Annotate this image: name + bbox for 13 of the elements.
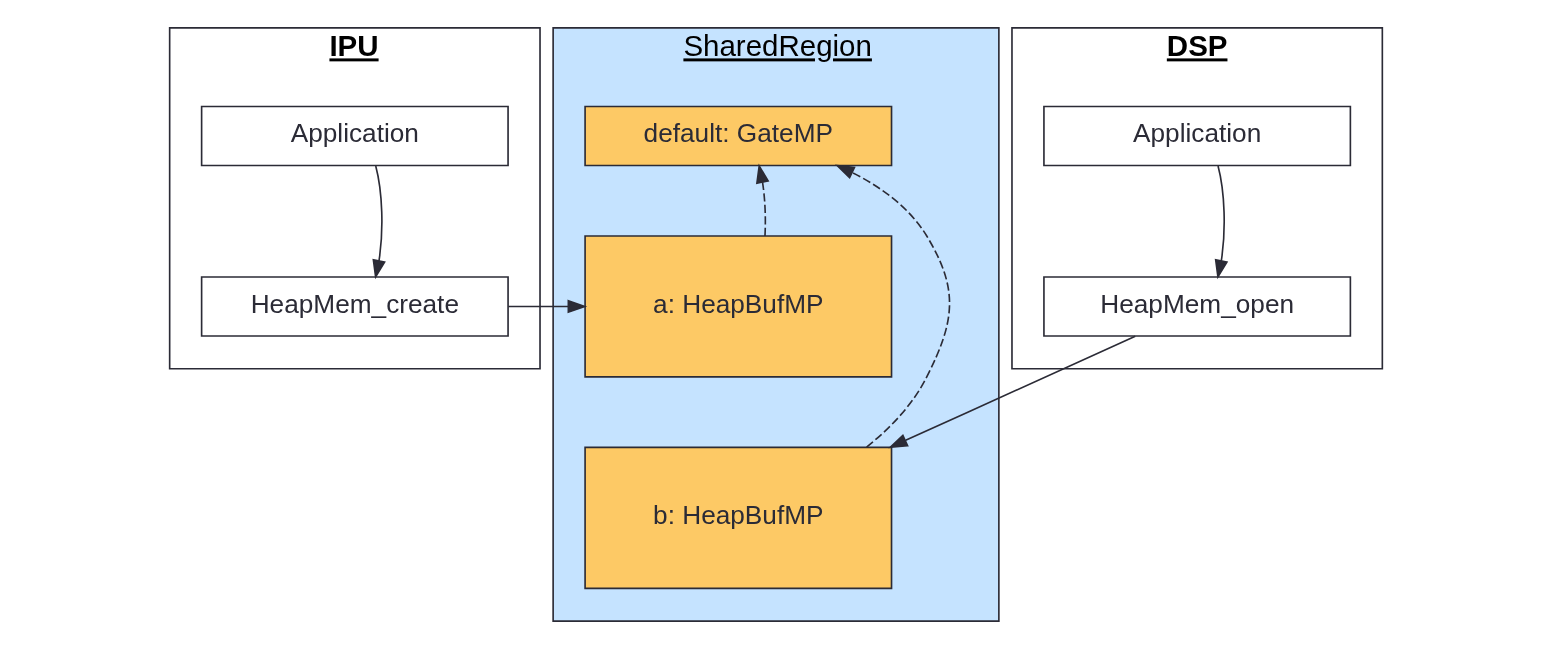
- node-box: Application: [1043, 105, 1352, 167]
- node-box: b: HeapBufMP: [584, 446, 893, 590]
- node-box: Application: [200, 105, 509, 167]
- arrow: [507, 299, 588, 314]
- arrow: [755, 163, 770, 237]
- arrow: [834, 164, 951, 448]
- node-box: HeapMem_open: [1043, 276, 1352, 337]
- node-box: HeapMem_create: [200, 276, 509, 337]
- arrow: [888, 335, 1137, 449]
- node-box: a: HeapBufMP: [584, 235, 893, 378]
- arrow: [372, 165, 386, 280]
- node-box: default: GateMP: [584, 105, 893, 167]
- arrow: [1214, 165, 1229, 280]
